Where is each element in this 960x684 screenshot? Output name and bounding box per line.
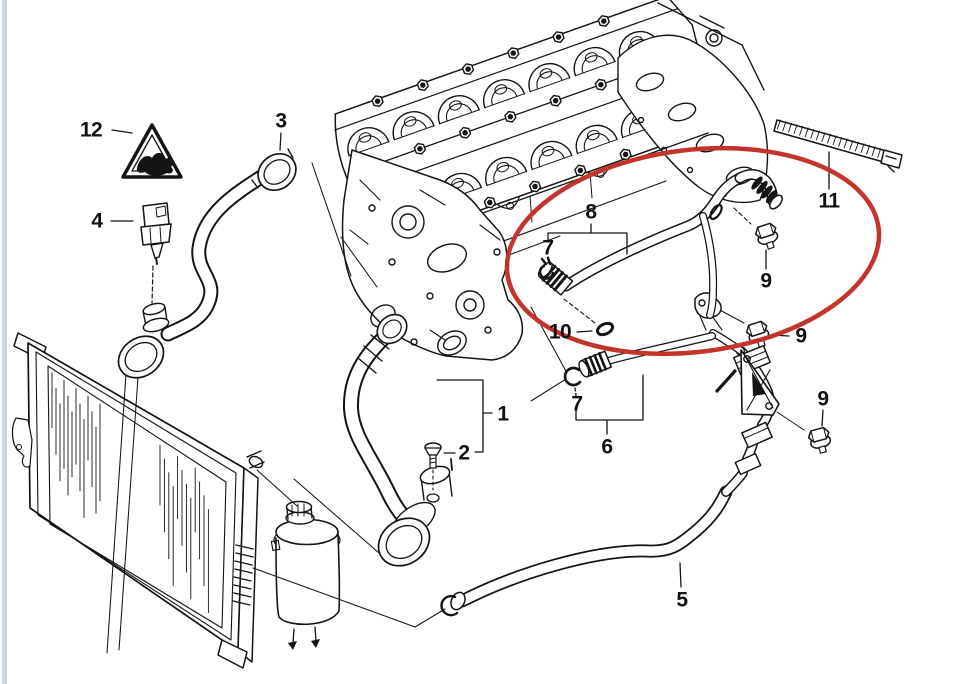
flange-bolt [754,222,779,250]
part-callout-4: 4 [91,209,103,233]
engine-cylinder-head [334,0,769,361]
radiator [11,332,265,669]
part-callout-12: 12 [79,118,103,142]
part-callout-2: 2 [458,441,470,465]
tank-cap [285,500,315,525]
drain-screw [424,442,442,491]
part-callout-9: 9 [795,324,807,348]
tank-legs [288,626,320,650]
expansion-tank [270,500,341,650]
part-callout-5: 5 [676,588,688,612]
part-callout-9: 9 [760,269,772,293]
part-callout-8: 8 [585,200,597,224]
part-callout-3: 3 [275,109,287,133]
thermostat-housing [377,458,453,567]
part-callout-1: 1 [497,402,509,426]
radiator-filler-neck [246,450,265,469]
part-callout-7: 7 [571,392,583,416]
seal-washer [595,321,615,337]
radiator-hose-upper [117,148,297,379]
part-callout-11: 11 [818,189,840,213]
highlight-ellipse [504,145,882,357]
flange-bolt [807,426,832,454]
page-edge-strip [2,0,7,684]
part-callout-10: 10 [548,320,572,344]
clamp-ring [563,366,582,387]
part-callout-9: 9 [817,387,829,411]
hose-connector-end [751,176,783,210]
timing-cover-water-pump [341,149,524,361]
part-callout-6: 6 [601,435,613,459]
pipe-bracket [715,349,780,416]
hose-tee-sensor-port [142,302,170,333]
radiator-fins [51,372,209,614]
strap-ribs [776,119,887,160]
lower-hose-assembly [342,313,453,567]
vent-pipe-lower [578,332,716,378]
cable-strap [773,119,903,173]
warning-triangle-icon [121,123,183,179]
temperature-sensor [140,202,172,304]
part-callout-7: 7 [542,236,554,260]
long-return-hose [440,292,780,617]
vent-hose-upper [537,168,783,319]
